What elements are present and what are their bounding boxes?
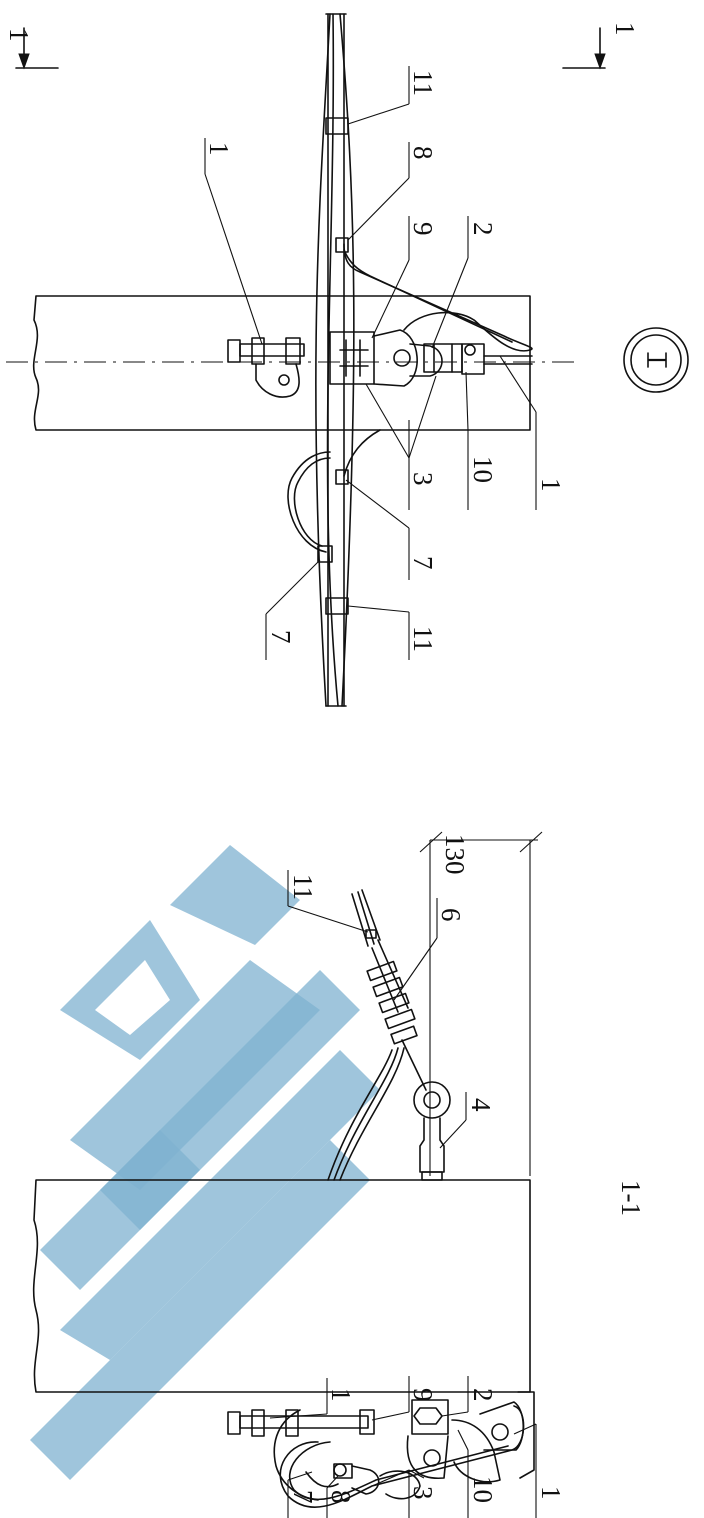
watermark-logo [30, 845, 380, 1480]
fitting-8-section [305, 1463, 421, 1500]
detail-marker [623, 327, 689, 393]
callout-1-upper: 1 [204, 142, 234, 156]
clamp-1-upper [227, 337, 305, 398]
callout-2-section: 2 [468, 1388, 498, 1402]
callout-1-section-upper: 1 [326, 1388, 356, 1402]
callout-3: 3 [408, 472, 438, 486]
wire-loop-side-2 [293, 457, 331, 547]
dimension-130: 130 [419, 831, 543, 1176]
clamp-assembly-section [406, 1391, 535, 1483]
pipe-clamp-7 [335, 469, 349, 485]
callout-7-section: 7 [288, 1490, 318, 1504]
cable-tie-top [325, 117, 349, 135]
callout-7-left: 7 [266, 630, 296, 644]
loop-clamp-7 [317, 545, 333, 563]
cable-side-loop [273, 1409, 319, 1501]
section-cut-right: 1 [562, 22, 640, 70]
wire-loop-upper-2 [343, 249, 513, 343]
tie-11-section [365, 929, 377, 939]
callout-11-top: 11 [408, 70, 438, 96]
pole-body [32, 295, 531, 431]
wire-loop-lower [343, 429, 381, 477]
pipe-clamp-8 [335, 237, 349, 253]
wire-loop-upper [343, 243, 533, 352]
section-view: 1-1 130 [32, 831, 646, 1518]
wire-loop-side [287, 451, 331, 553]
pole-body-section [32, 1179, 531, 1393]
cable-bundle [315, 13, 355, 707]
feed-wire-3 [327, 1049, 393, 1181]
feed-wire-1 [333, 1047, 399, 1181]
callout-8: 8 [408, 146, 438, 160]
section-callouts: 11 6 4 1 9 2 1 [269, 870, 566, 1518]
callout-11-section: 11 [288, 874, 318, 900]
callout-10: 10 [468, 456, 498, 483]
callout-4: 4 [466, 1098, 496, 1112]
callout-6: 6 [436, 908, 466, 922]
top-view: 1 1 [4, 13, 689, 707]
callout-7-right: 7 [408, 556, 438, 570]
central-fitting [329, 329, 533, 387]
callout-2-top: 2 [468, 222, 498, 236]
feed-wire-2 [339, 1047, 405, 1181]
callout-9: 9 [408, 222, 438, 236]
callout-8-section: 8 [326, 1490, 356, 1504]
callout-1-lower: 1 [536, 478, 566, 492]
callout-3-section: 3 [408, 1486, 438, 1500]
callout-9-section: 9 [408, 1388, 438, 1402]
section-cut-left-label: 1 [4, 28, 34, 42]
section-cut-left: 1 [4, 27, 59, 70]
dimension-label: 130 [440, 834, 470, 875]
section-title: 1-1 [616, 1180, 646, 1216]
callout-10-section: 10 [468, 1476, 498, 1503]
clamp-1-section-upper [227, 1409, 375, 1437]
top-callouts: 11 8 9 2 1 3 10 [204, 66, 566, 660]
callout-11-bottom: 11 [408, 626, 438, 652]
callout-1-section-lower: 1 [536, 1486, 566, 1500]
eye-bolt-4 [413, 1081, 451, 1181]
insulator-6 [366, 939, 427, 1091]
section-cut-right-label: 1 [610, 22, 640, 36]
wire-loop-section [279, 1405, 525, 1508]
